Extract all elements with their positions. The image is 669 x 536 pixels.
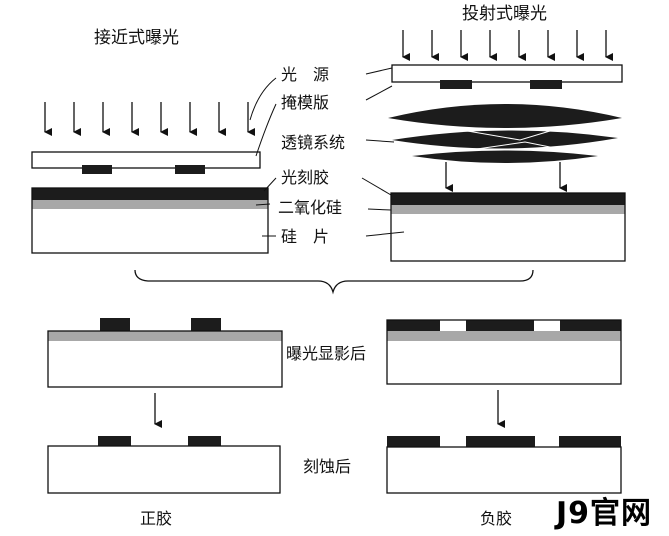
label-negative-resist: 负胶: [480, 509, 513, 528]
negative-after-develop: [386, 319, 622, 385]
label-silicon-wafer: 硅 片: [281, 227, 330, 246]
watermark: J9官网: [556, 496, 653, 531]
projection-wafer-stack: [390, 192, 626, 262]
label-positive-resist: 正胶: [140, 509, 173, 528]
proximity-wafer-stack: [31, 187, 269, 254]
title-proximity-exposure: 接近式曝光: [94, 28, 179, 48]
label-silicon-dioxide: 二氧化硅: [278, 198, 343, 217]
label-light-source: 光 源: [281, 65, 330, 84]
label-after-develop: 曝光显影后: [286, 344, 367, 363]
lens-system: [388, 104, 622, 163]
projection-mask: [391, 64, 623, 89]
lens-output-arrows: [445, 162, 567, 192]
proximity-light-arrows: [44, 102, 255, 136]
brace: [134, 269, 534, 295]
proximity-mask: [31, 151, 261, 174]
positive-after-etch: [47, 436, 281, 494]
leader-lines: [249, 67, 405, 237]
title-projection-exposure: 投射式曝光: [462, 4, 547, 24]
label-after-etch: 刻蚀后: [303, 457, 352, 476]
label-photoresist: 光刻胶: [281, 168, 330, 187]
positive-after-develop: [47, 318, 283, 388]
label-mask: 掩模版: [281, 93, 330, 112]
negative-after-etch: [386, 436, 622, 494]
label-lens-system: 透镜系统: [281, 133, 346, 152]
projection-light-arrows: [402, 30, 613, 61]
